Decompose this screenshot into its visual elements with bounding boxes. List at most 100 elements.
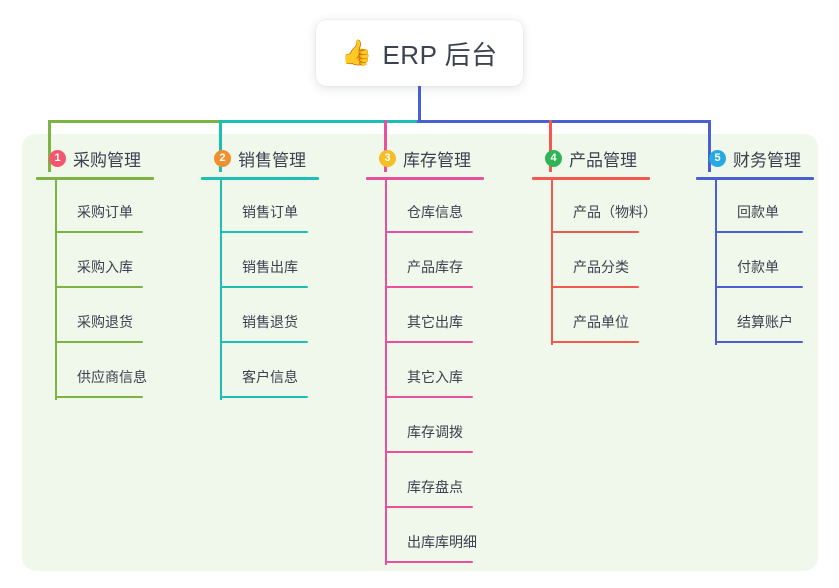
- branch-item-underline: [385, 451, 473, 453]
- branch-item-label: 结算账户: [737, 314, 793, 330]
- branch-items: 采购订单采购入库采购退货供应商信息: [55, 180, 154, 400]
- bus-segment-1: [48, 120, 220, 123]
- branch-drop-5: [708, 120, 711, 172]
- branch-number-badge: 4: [545, 149, 562, 167]
- branch-items: 销售订单销售出库销售退货客户信息: [220, 180, 319, 400]
- branch-item[interactable]: 回款单: [715, 180, 814, 235]
- branch-item[interactable]: 结算账户: [715, 290, 814, 345]
- branch-title: 财务管理: [733, 150, 801, 170]
- branch-item-label: 产品（物料）: [573, 204, 657, 220]
- branch-item[interactable]: 采购订单: [55, 180, 154, 235]
- branch-item[interactable]: 出库库明细: [385, 510, 484, 565]
- branch-underline: [201, 177, 319, 180]
- branch-spine: [715, 180, 717, 345]
- branch-item[interactable]: 采购入库: [55, 235, 154, 290]
- branch-item-label: 库存调拨: [407, 424, 463, 440]
- branch-item[interactable]: 客户信息: [220, 345, 319, 400]
- branch-underline: [532, 177, 650, 180]
- branch-item-underline: [551, 231, 639, 233]
- branch-items: 回款单付款单结算账户: [715, 180, 814, 345]
- branch-item-label: 产品库存: [407, 259, 463, 275]
- branch-drop-4: [549, 120, 552, 172]
- thumbs-up-icon: 👍: [341, 38, 373, 67]
- branch-item-underline: [385, 341, 473, 343]
- branch-item-label: 付款单: [737, 259, 779, 275]
- branch-item[interactable]: 其它入库: [385, 345, 484, 400]
- branch-item-underline: [551, 286, 639, 288]
- branch-item-label: 回款单: [737, 204, 779, 220]
- root-title: ERP 后台: [382, 39, 498, 70]
- branch-item-underline: [715, 341, 803, 343]
- branch-item-label: 其它出库: [407, 314, 463, 330]
- branch-item-underline: [55, 231, 143, 233]
- branch-item-underline: [220, 286, 308, 288]
- branch-item-underline: [385, 286, 473, 288]
- branch-column-1: 1 采购管理采购订单采购入库采购退货供应商信息: [36, 145, 154, 400]
- branch-item-underline: [715, 286, 803, 288]
- branch-item-label: 库存盘点: [407, 479, 463, 495]
- branch-items: 仓库信息产品库存其它出库其它入库库存调拨库存盘点出库库明细: [385, 180, 484, 565]
- branch-item[interactable]: 销售订单: [220, 180, 319, 235]
- branch-item[interactable]: 库存调拨: [385, 400, 484, 455]
- branch-item-label: 出库库明细: [407, 534, 477, 550]
- branch-item-underline: [220, 231, 308, 233]
- branch-underline: [36, 177, 154, 180]
- branch-spine: [385, 180, 387, 565]
- branch-title: 库存管理: [403, 150, 471, 170]
- branch-spine: [55, 180, 57, 400]
- branch-item[interactable]: 仓库信息: [385, 180, 484, 235]
- branch-number-badge: 5: [709, 149, 726, 167]
- branch-item[interactable]: 销售出库: [220, 235, 319, 290]
- branch-item-underline: [715, 231, 803, 233]
- branch-item-label: 客户信息: [242, 369, 298, 385]
- branch-item[interactable]: 产品单位: [551, 290, 650, 345]
- branch-item[interactable]: 供应商信息: [55, 345, 154, 400]
- branch-header-5[interactable]: 5 财务管理: [696, 145, 814, 171]
- branch-item[interactable]: 产品（物料）: [551, 180, 657, 235]
- branch-item-label: 采购订单: [77, 204, 133, 220]
- branch-number-badge: 2: [214, 149, 231, 167]
- branch-item[interactable]: 库存盘点: [385, 455, 484, 510]
- branch-column-5: 5 财务管理回款单付款单结算账户: [696, 145, 814, 345]
- branch-item-underline: [55, 396, 143, 398]
- branch-item-label: 产品单位: [573, 314, 629, 330]
- branch-item-underline: [385, 231, 473, 233]
- branch-item[interactable]: 销售退货: [220, 290, 319, 345]
- branch-header-1[interactable]: 1 采购管理: [36, 145, 154, 171]
- diagram-panel: [22, 134, 818, 571]
- branch-item[interactable]: 其它出库: [385, 290, 484, 345]
- branch-title: 销售管理: [238, 150, 306, 170]
- branch-header-2[interactable]: 2 销售管理: [201, 145, 319, 171]
- branch-item[interactable]: 产品分类: [551, 235, 650, 290]
- branch-item-underline: [385, 506, 473, 508]
- branch-drop-1: [48, 120, 51, 172]
- branch-item-label: 销售退货: [242, 314, 298, 330]
- branch-item-underline: [55, 286, 143, 288]
- branch-title: 采购管理: [73, 150, 141, 170]
- branch-item[interactable]: 产品库存: [385, 235, 484, 290]
- branch-spine: [551, 180, 553, 345]
- branch-number-badge: 1: [49, 149, 66, 167]
- branch-item-label: 销售订单: [242, 204, 298, 220]
- branch-drop-2: [219, 120, 222, 172]
- bus-segment-2: [219, 120, 418, 123]
- branch-title: 产品管理: [569, 150, 637, 170]
- branch-item-underline: [385, 561, 473, 563]
- branch-item-label: 采购入库: [77, 259, 133, 275]
- branch-item-underline: [55, 341, 143, 343]
- branch-drop-3: [384, 120, 387, 172]
- branch-header-4[interactable]: 4 产品管理: [532, 145, 650, 171]
- branch-item-underline: [220, 396, 308, 398]
- branch-item[interactable]: 付款单: [715, 235, 814, 290]
- branch-item-underline: [385, 396, 473, 398]
- branch-item-label: 仓库信息: [407, 204, 463, 220]
- branch-item-underline: [551, 341, 639, 343]
- branch-item[interactable]: 采购退货: [55, 290, 154, 345]
- root-node[interactable]: 👍 ERP 后台: [316, 20, 523, 86]
- bus-segment-3: [417, 120, 709, 123]
- branch-underline: [696, 177, 814, 180]
- branch-item-label: 销售出库: [242, 259, 298, 275]
